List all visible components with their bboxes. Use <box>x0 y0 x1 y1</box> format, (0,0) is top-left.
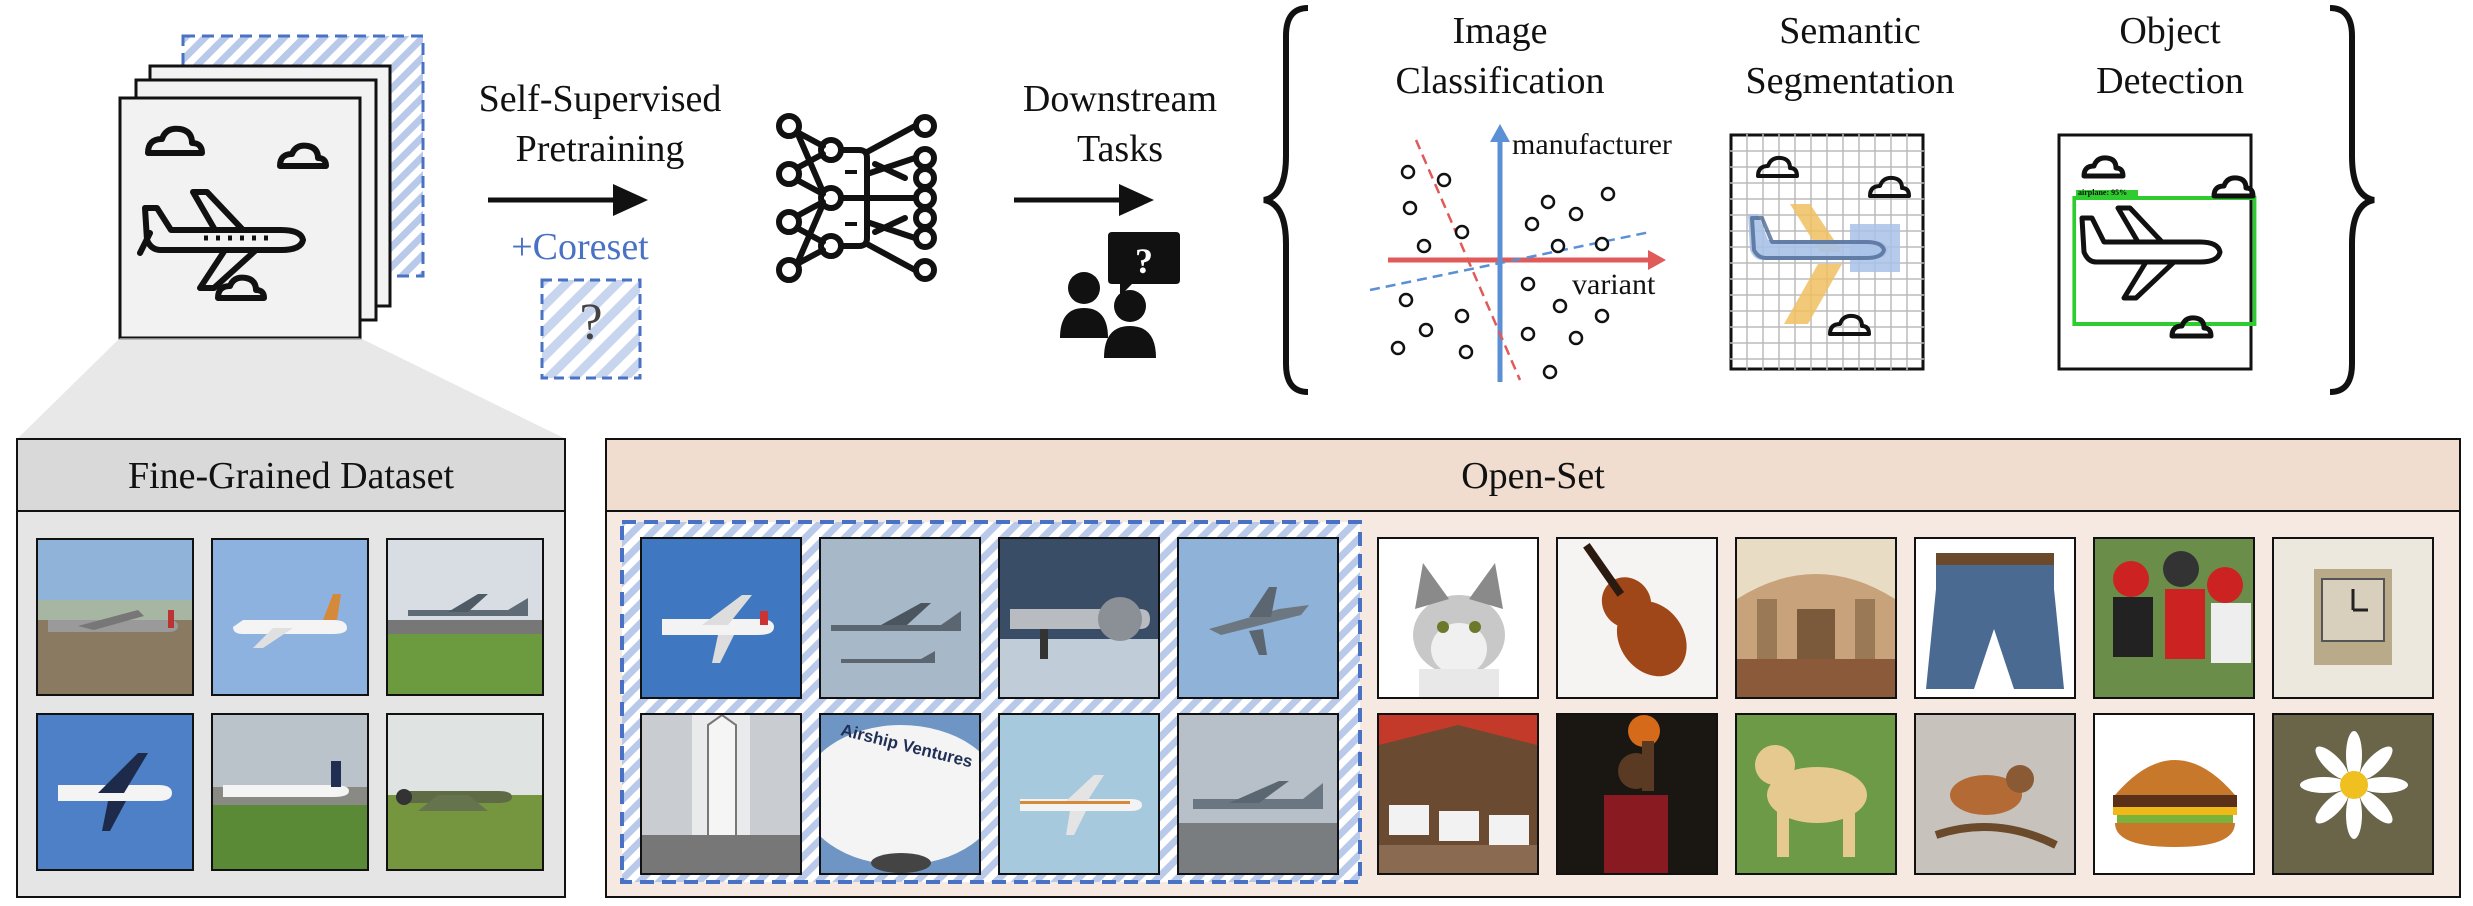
pretraining-label-line2: Pretraining <box>515 128 685 170</box>
open-set-image[interactable] <box>2093 713 2255 875</box>
fine-grained-image[interactable] <box>211 713 369 871</box>
detection-box-label: airplane: 95% <box>2078 188 2128 197</box>
open-set-image[interactable] <box>1377 713 1539 875</box>
open-set-image[interactable] <box>2272 713 2434 875</box>
axis-label-variant: variant <box>1572 268 1656 301</box>
coreset-label: +Coreset <box>511 226 649 268</box>
fine-grained-image[interactable] <box>386 538 544 696</box>
fine-grained-image[interactable] <box>36 713 194 871</box>
open-set-title: Open-Set <box>1461 455 1605 497</box>
open-set-image[interactable] <box>2272 537 2434 699</box>
axis-label-manufacturer: manufacturer <box>1512 128 1672 161</box>
people-question-mark: ? <box>1135 241 1153 281</box>
fine-grained-title: Fine-Grained Dataset <box>127 455 455 497</box>
detection-panel <box>2057 133 2257 371</box>
coreset-image[interactable] <box>1177 537 1339 699</box>
segmentation-title-line1: Semantic <box>1779 10 1921 52</box>
open-set-image[interactable] <box>1735 713 1897 875</box>
airplane-icon <box>137 125 329 301</box>
classification-scatter <box>1369 124 1666 382</box>
coreset-image[interactable] <box>640 537 802 699</box>
segmentation-grid <box>1729 133 1925 371</box>
classification-title-line2: Classification <box>1395 60 1605 102</box>
coreset-query-box <box>540 278 642 380</box>
open-set-image[interactable] <box>1556 537 1718 699</box>
fine-grained-image[interactable] <box>36 538 194 696</box>
open-set-image[interactable] <box>1735 537 1897 699</box>
coreset-image[interactable] <box>1177 713 1339 875</box>
coreset-question-mark: ? <box>579 294 603 351</box>
open-set-image[interactable] <box>1556 713 1718 875</box>
coreset-image[interactable] <box>640 713 802 875</box>
open-set-image[interactable] <box>1377 537 1539 699</box>
people-discussion-icon <box>1060 232 1180 358</box>
detection-title-line2: Detection <box>2096 60 2244 102</box>
segmentation-title-line2: Segmentation <box>1745 60 1955 102</box>
classification-title-line1: Image <box>1452 10 1548 52</box>
neural-network-icon <box>776 113 937 283</box>
open-set-image[interactable] <box>1914 713 2076 875</box>
fine-grained-image[interactable] <box>386 713 544 871</box>
downstream-label-line1: Downstream <box>1022 78 1218 120</box>
open-set-image[interactable] <box>2093 537 2255 699</box>
left-brace <box>1263 5 1309 395</box>
coreset-image[interactable] <box>998 713 1160 875</box>
coreset-image[interactable]: Airship Ventures <box>819 713 981 875</box>
downstream-label-line2: Tasks <box>1076 128 1163 170</box>
pretraining-label-line1: Self-Supervised <box>478 78 722 120</box>
fine-grained-image[interactable] <box>211 538 369 696</box>
pretraining-arrow <box>488 184 648 216</box>
detection-title-line1: Object <box>2119 10 2221 52</box>
coreset-image[interactable] <box>998 537 1160 699</box>
downstream-arrow <box>1014 184 1154 216</box>
right-brace <box>2329 5 2375 395</box>
open-set-image[interactable] <box>1914 537 2076 699</box>
coreset-image[interactable] <box>819 537 981 699</box>
